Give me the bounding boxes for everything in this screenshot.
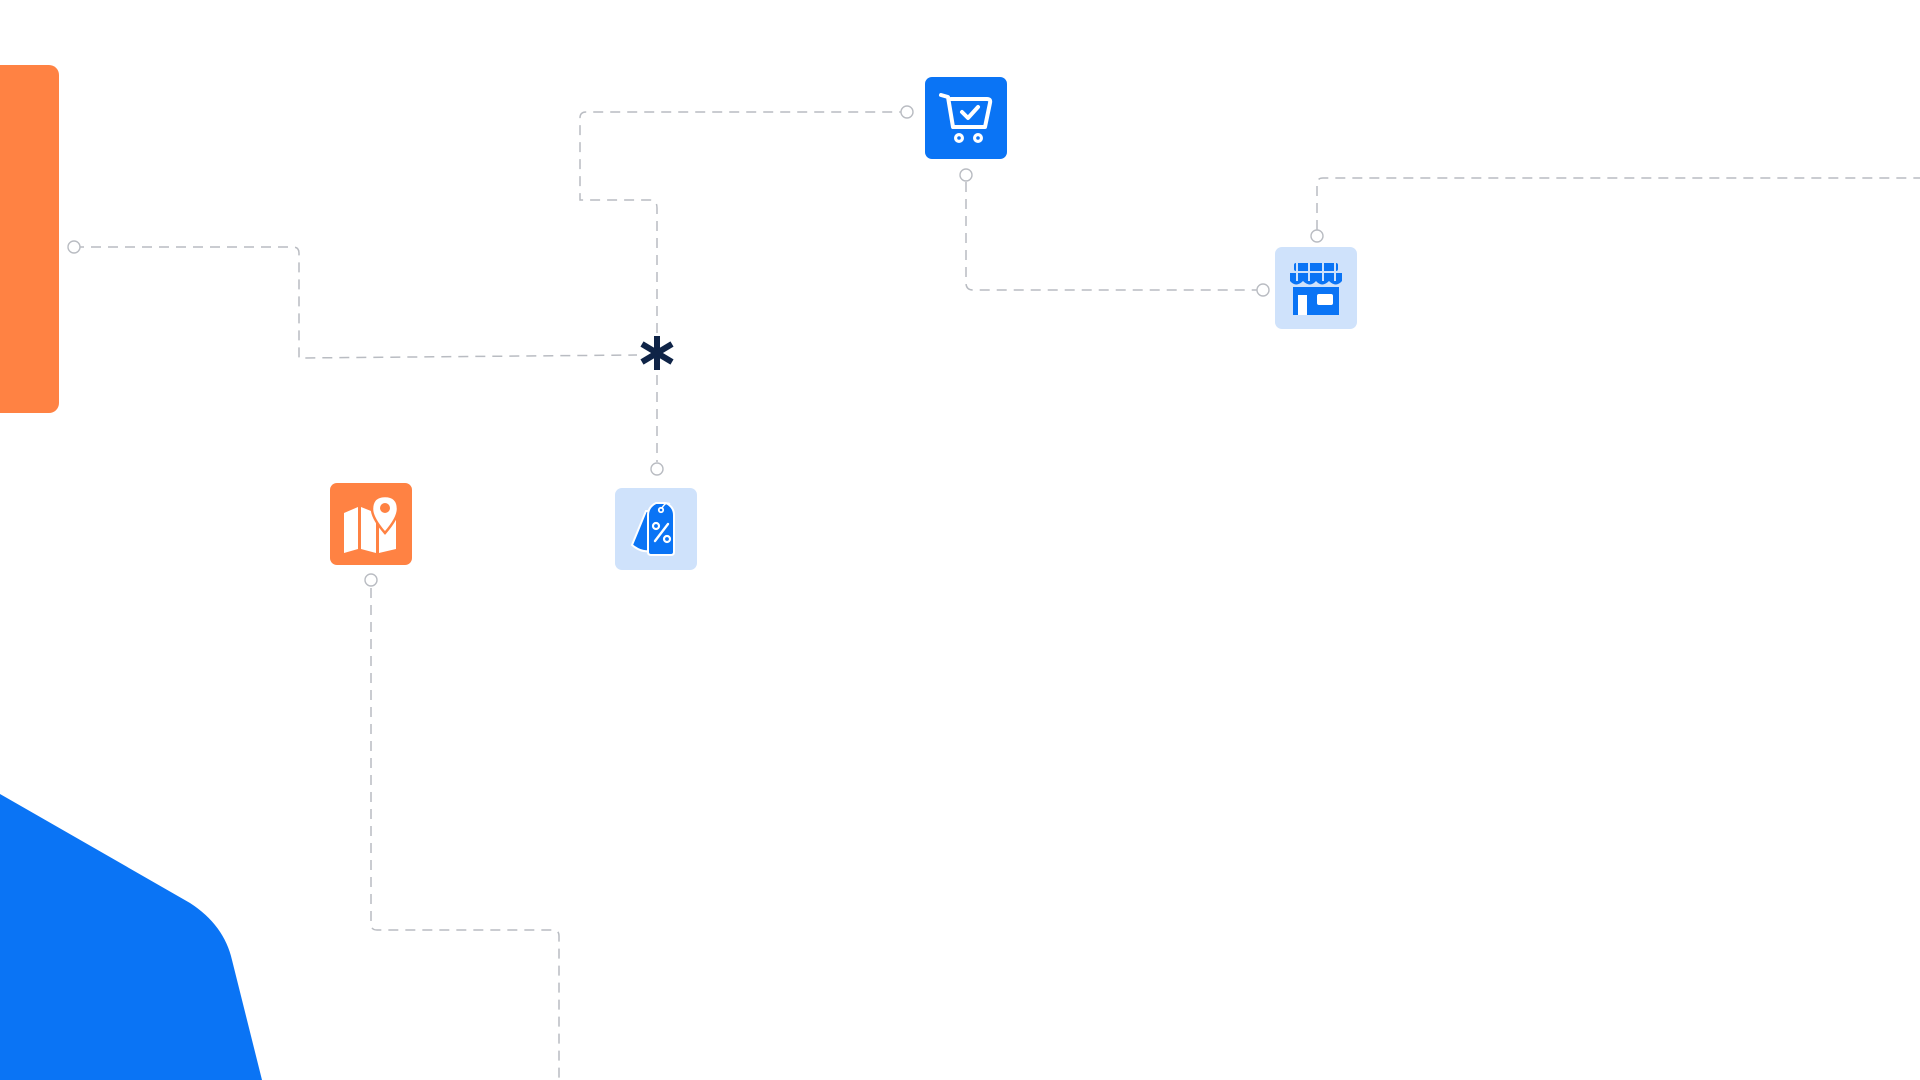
storefront-icon [1290, 263, 1342, 315]
cart-check-icon [939, 93, 993, 143]
discount-tags-tile[interactable] [615, 488, 697, 570]
discount-tags-icon [630, 502, 675, 556]
connector-store-to-edge [1316, 177, 1920, 230]
cart-check-tile[interactable] [925, 77, 1007, 159]
port-dot [67, 240, 81, 254]
map-pin-icon [344, 494, 400, 553]
storefront-tile[interactable] [1275, 247, 1357, 329]
asterisk-icon [640, 336, 674, 370]
connector-bar-to-hub [74, 246, 638, 359]
connector-map-down [370, 588, 560, 1080]
port-dot [1310, 229, 1324, 243]
connector-cart-to-store [965, 182, 1262, 291]
port-dot [959, 168, 973, 182]
map-pin-tile[interactable] [330, 483, 412, 565]
connector-hub-to-cart [579, 111, 907, 333]
port-dot [364, 573, 378, 587]
orange-side-bar [0, 65, 59, 413]
port-dot [1256, 283, 1270, 297]
port-dot [900, 105, 914, 119]
port-dot [650, 462, 664, 476]
